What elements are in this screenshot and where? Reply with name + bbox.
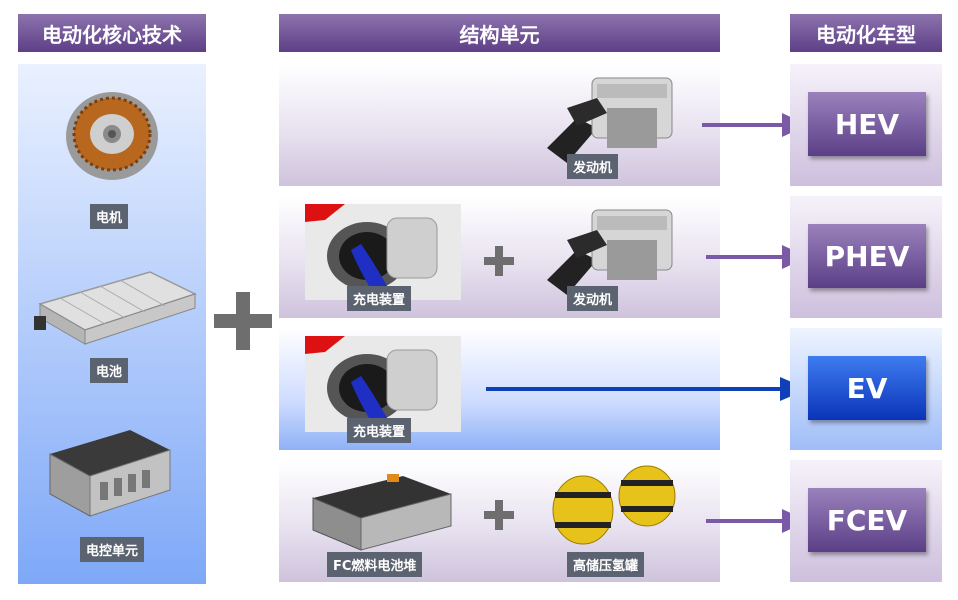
header-structure-unit: 结构单元 (279, 14, 720, 52)
control-unit-icon (49, 430, 171, 517)
unit-label-charger: 充电装置 (347, 418, 412, 443)
unit-label-engine: 发动机 (567, 286, 619, 311)
vehicle-label-phev: PHEV (808, 224, 926, 288)
core-tech-panel: 电机 电池 电控单元 (18, 64, 206, 584)
core-label-motor: 电机 (90, 204, 129, 229)
engine-icon (547, 77, 673, 163)
structure-row-hev: 发动机 (279, 64, 720, 186)
vehicle-box-fcev: FCEV (790, 460, 942, 582)
vehicle-label-fcev: FCEV (808, 488, 926, 552)
unit-label-fc-stack: FC燃料电池堆 (327, 552, 423, 577)
header-core-tech: 电动化核心技术 (18, 14, 206, 52)
core-label-control-unit: 电控单元 (80, 537, 145, 562)
plus-icon (484, 246, 514, 276)
vehicle-box-hev: HEV (790, 64, 942, 186)
charger-icon (305, 336, 461, 432)
arrow-ev (486, 377, 808, 401)
header-vehicle-type: 电动化车型 (790, 14, 942, 52)
engine-icon (547, 209, 673, 295)
unit-label-charger: 充电装置 (347, 286, 412, 311)
structure-row-fcev: FC燃料电池堆 高储压氢罐 (279, 460, 720, 582)
motor-icon (66, 92, 158, 180)
vehicle-box-ev: EV (790, 328, 942, 450)
hydrogen-tank-icon (552, 465, 676, 545)
vehicle-label-hev: HEV (808, 92, 926, 156)
fuel-cell-stack-icon (312, 474, 452, 551)
battery-icon (34, 271, 197, 345)
vehicle-box-phev: PHEV (790, 196, 942, 318)
core-label-battery: 电池 (90, 358, 129, 383)
structure-row-phev: 充电装置 发动机 (279, 196, 720, 318)
unit-label-engine: 发动机 (567, 154, 619, 179)
unit-label-hydrogen-tank: 高储压氢罐 (567, 552, 645, 577)
vehicle-label-ev: EV (808, 356, 926, 420)
plus-icon (484, 500, 514, 530)
plus-icon (214, 292, 272, 350)
